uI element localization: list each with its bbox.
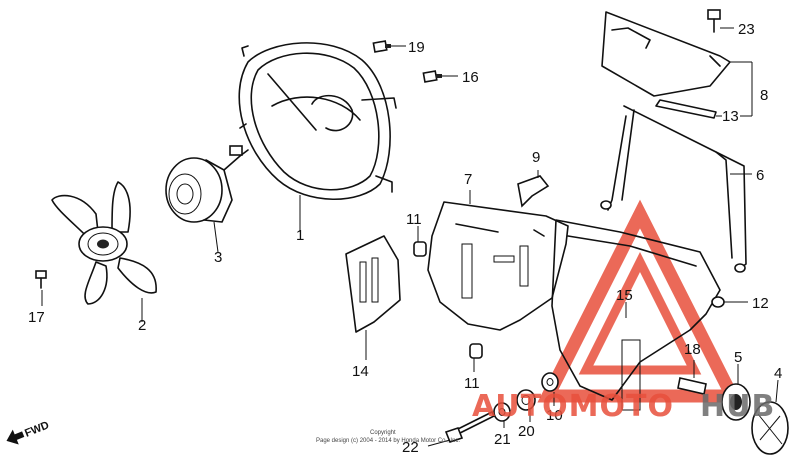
stud-18 <box>677 377 707 395</box>
bearing-5 <box>721 383 751 421</box>
callout-labels: 1 2 3 4 5 6 7 8 9 10 11 11 12 13 14 15 1… <box>28 21 782 456</box>
washer-21 <box>493 402 511 422</box>
radiator-frame <box>600 105 747 273</box>
callout-18: 18 <box>684 341 701 358</box>
bolt-22 <box>444 410 496 443</box>
callout-10: 10 <box>546 407 563 424</box>
copyright-line: Page design (c) 2004 - 2014 by Honda Mot… <box>316 438 460 444</box>
callout-7: 7 <box>464 171 472 188</box>
fan-shroud <box>238 42 397 200</box>
callout-11-upper: 11 <box>406 211 422 228</box>
callout-1: 1 <box>296 227 304 244</box>
fwd-indicator: FWD <box>6 419 51 445</box>
watermark-text-red: AUTOMOTO <box>472 389 674 424</box>
washer-20 <box>516 389 536 411</box>
callout-11-lower: 11 <box>464 375 480 392</box>
washer-10 <box>541 372 559 392</box>
callout-8: 8 <box>760 87 768 104</box>
upper-bracket <box>601 11 731 119</box>
callout-3: 3 <box>214 249 222 266</box>
callout-14: 14 <box>352 363 369 380</box>
side-plate <box>551 219 721 411</box>
callout-23: 23 <box>738 21 755 38</box>
callout-22: 22 <box>402 439 419 456</box>
callout-15: 15 <box>616 287 633 304</box>
fan-motor <box>165 145 249 223</box>
bolt-12 <box>711 296 725 308</box>
callout-5: 5 <box>734 349 742 366</box>
bolt-17 <box>35 270 47 289</box>
bolt-16 <box>422 70 442 83</box>
clip-11-upper <box>413 241 427 257</box>
callout-20: 20 <box>518 423 535 440</box>
watermark-text: AUTOMOTO HUB <box>472 389 775 424</box>
side-shield <box>345 235 401 333</box>
clip-9 <box>517 175 550 208</box>
copyright-title: Copyright <box>370 430 396 436</box>
callout-21: 21 <box>494 431 511 448</box>
cap-4 <box>751 401 789 455</box>
leader-lines <box>41 27 779 447</box>
bolt-23 <box>707 9 721 33</box>
cover-plate <box>427 201 569 331</box>
callout-19: 19 <box>408 39 425 56</box>
fan-blade <box>51 181 157 305</box>
callout-4: 4 <box>774 365 782 382</box>
callout-6: 6 <box>756 167 764 184</box>
callout-16: 16 <box>462 69 479 86</box>
callout-17: 17 <box>28 309 45 326</box>
callout-12: 12 <box>752 295 769 312</box>
callout-2: 2 <box>138 317 146 334</box>
fwd-label: FWD <box>23 419 51 440</box>
watermark-text-dark: HUB <box>700 389 775 424</box>
clip-11-lower <box>469 343 483 359</box>
callout-13: 13 <box>722 108 739 125</box>
fwd-arrow-icon <box>6 429 25 445</box>
callout-9: 9 <box>532 149 540 166</box>
